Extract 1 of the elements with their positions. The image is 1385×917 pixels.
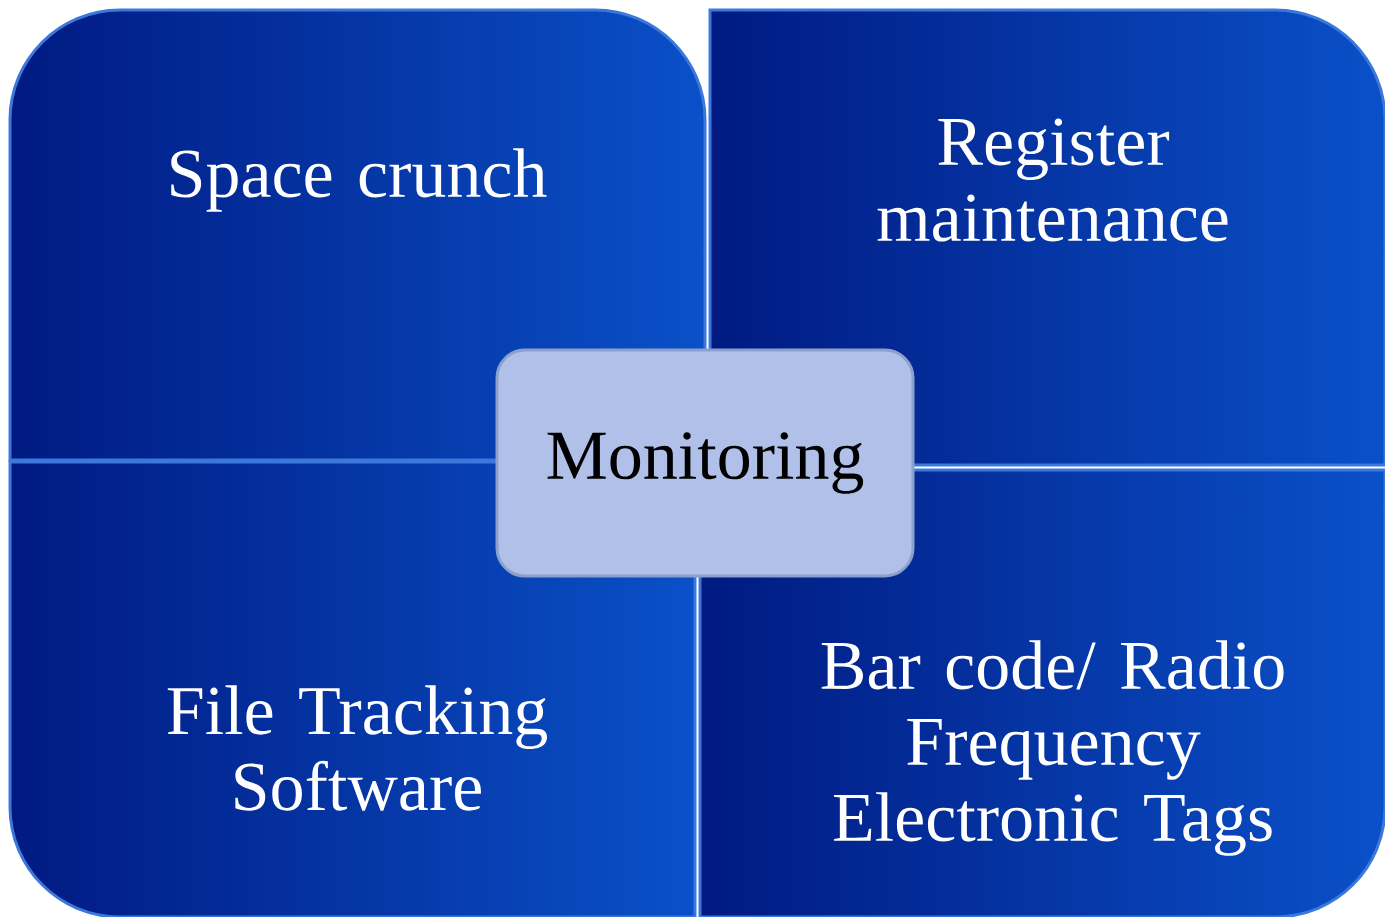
center-box: Monitoring	[495, 348, 915, 578]
